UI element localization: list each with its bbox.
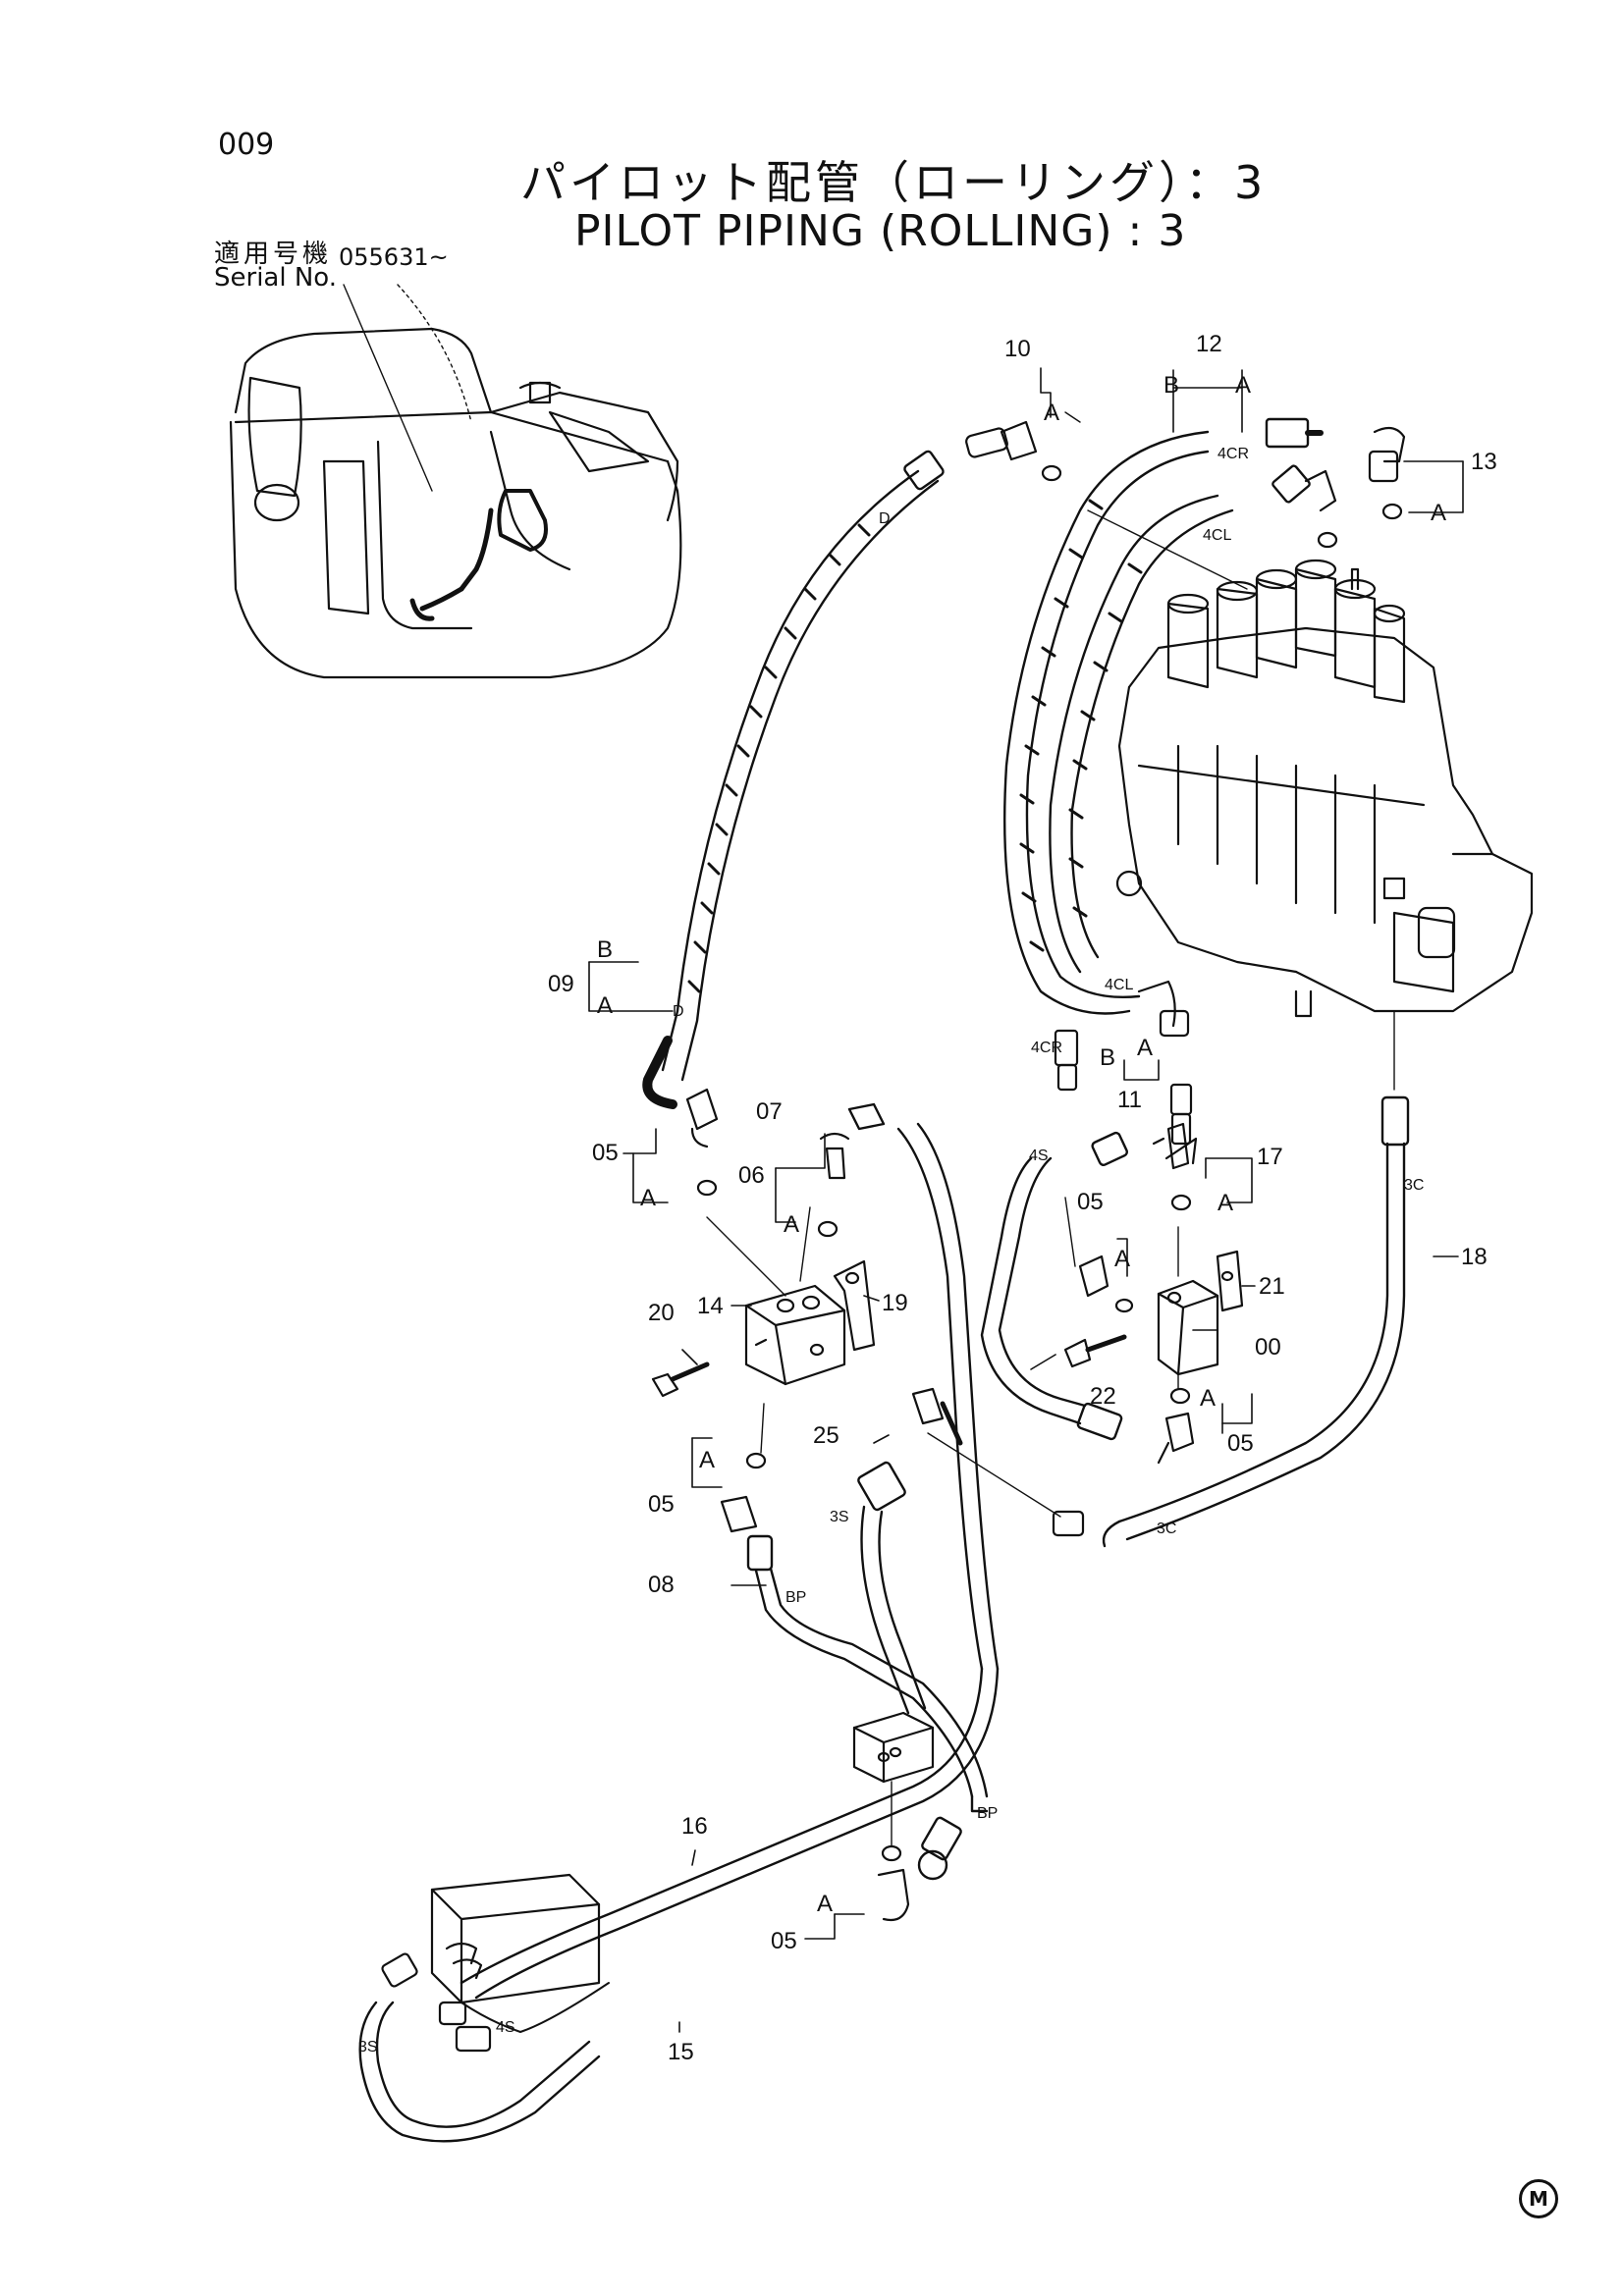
- callout-17: 17: [1257, 1144, 1283, 1170]
- title-japanese: パイロット配管（ローリング）：3: [520, 156, 1268, 209]
- hose-09: [642, 450, 945, 1109]
- callout-10: 10: [1004, 336, 1031, 362]
- callout-05a-a: A: [640, 1185, 656, 1211]
- pilot-valve-box: [381, 1873, 601, 2053]
- callout-11-b: B: [1100, 1044, 1115, 1071]
- fittings-top: [965, 411, 1406, 590]
- callout-16: 16: [681, 1813, 708, 1840]
- hose-label-4s-mid: 4S: [1029, 1148, 1049, 1164]
- junction-block-lower: [852, 1711, 935, 1922]
- hose-label-4s-left: 4S: [496, 2019, 515, 2036]
- callout-05d-a: A: [699, 1447, 715, 1473]
- callout-13-a: A: [1431, 500, 1446, 526]
- callout-21: 21: [1259, 1273, 1285, 1300]
- title-english: PILOT PIPING (ROLLING) : 3: [574, 206, 1187, 256]
- hose-labels: D D 4CR 4CL 4CL 4CR 4S 3C 3C 3S BP BP 3S…: [358, 446, 1424, 2056]
- callout-11: 11: [1117, 1087, 1142, 1113]
- callout-00: 00: [1255, 1334, 1281, 1361]
- callout-22: 22: [1090, 1383, 1116, 1410]
- serial-label-english: Serial No.: [214, 263, 337, 293]
- callout-15: 15: [668, 2039, 694, 2065]
- callout-11-a: A: [1137, 1035, 1153, 1061]
- callout-12: 12: [1196, 331, 1222, 357]
- hose-label-4cl-top: 4CL: [1203, 527, 1231, 544]
- bolt-20: [651, 1362, 710, 1398]
- hose-16-15: [358, 1667, 1000, 2143]
- junction-block-14: [706, 1206, 846, 1454]
- callout-texts: 10 A 12 B A 13 A 09 B A 11 B A 07 05 A 0…: [548, 331, 1497, 2065]
- hose-label-4cl-mid: 4CL: [1105, 977, 1133, 993]
- serial-number-value: 055631~: [339, 243, 449, 271]
- callout-12-b: B: [1163, 372, 1179, 399]
- callout-05c-a: A: [1200, 1385, 1216, 1412]
- excavator-overview: [229, 284, 682, 679]
- callout-09: 09: [548, 971, 574, 997]
- hose-label-3c-right: 3C: [1404, 1177, 1424, 1194]
- hose-18: [1102, 1010, 1410, 1548]
- hose-label-bp-mid: BP: [785, 1589, 806, 1606]
- hose-label-4cr-mid: 4CR: [1031, 1040, 1062, 1056]
- hose-label-d-bottom: D: [673, 1003, 684, 1020]
- hose-label-d-top: D: [879, 510, 891, 527]
- hose-3s: [857, 1461, 927, 1715]
- callout-05e: 05: [771, 1928, 797, 1954]
- callout-06: 06: [738, 1162, 765, 1189]
- callout-14: 14: [697, 1293, 724, 1319]
- hose-08: [746, 1534, 989, 1881]
- callout-05b: 05: [1077, 1189, 1104, 1215]
- callout-05c: 05: [1227, 1430, 1254, 1457]
- manufacturer-mark: M: [1519, 2179, 1558, 2218]
- callout-07: 07: [756, 1098, 783, 1125]
- callout-09-a: A: [597, 992, 613, 1019]
- callout-12-a: A: [1235, 372, 1251, 399]
- hose-label-4cr-top: 4CR: [1217, 446, 1249, 462]
- callout-05d: 05: [648, 1491, 675, 1518]
- hose-07: [847, 1102, 1128, 1671]
- fittings-11: [1054, 980, 1198, 1165]
- page-number: 009: [218, 128, 275, 162]
- hose-label-3s-left: 3S: [358, 2039, 378, 2056]
- block-00: [1063, 1122, 1244, 1465]
- callout-10-a: A: [1044, 400, 1059, 426]
- callout-05e-a: A: [817, 1891, 833, 1917]
- callout-20: 20: [648, 1300, 675, 1326]
- callout-09-b: B: [597, 936, 613, 963]
- hose-label-3s-mid: 3S: [830, 1509, 849, 1525]
- callout-25: 25: [813, 1422, 839, 1449]
- callout-17-a: A: [1217, 1190, 1233, 1216]
- callout-13: 13: [1471, 449, 1497, 475]
- hose-label-3c-bottom: 3C: [1157, 1521, 1176, 1537]
- hose-label-bp-lower: BP: [977, 1805, 998, 1822]
- leader-lines: [588, 367, 1464, 2033]
- callout-08: 08: [648, 1572, 675, 1598]
- bracket-19: [833, 1259, 876, 1352]
- hose-12: [1002, 417, 1324, 1015]
- callout-05a: 05: [592, 1140, 619, 1166]
- callout-19: 19: [882, 1290, 908, 1316]
- callout-06-a: A: [784, 1211, 799, 1238]
- fittings-05-06: [685, 1088, 850, 1533]
- control-valve: [1115, 559, 1534, 1018]
- serial-label-japanese: 適用号機: [214, 240, 333, 269]
- hose-25: [911, 1387, 1085, 1537]
- callout-05b-a: A: [1114, 1246, 1130, 1272]
- callout-18: 18: [1461, 1244, 1488, 1270]
